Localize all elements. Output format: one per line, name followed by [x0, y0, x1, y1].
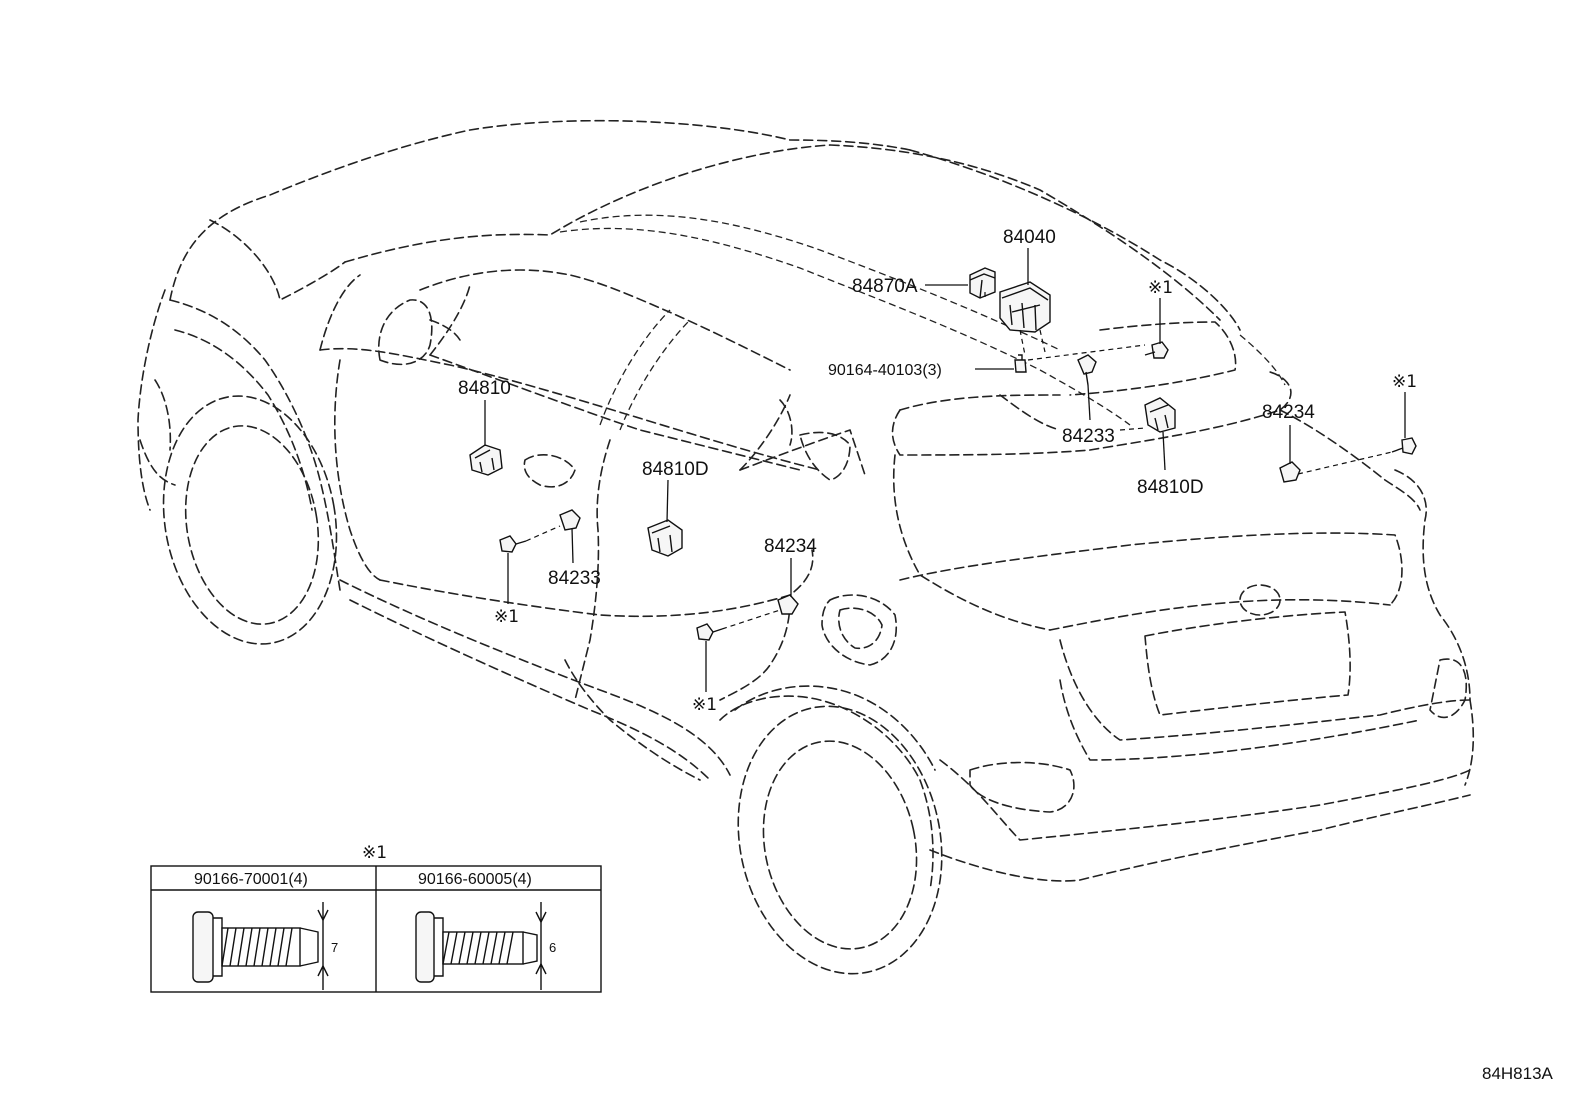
part-84810D-side-icon — [647, 519, 683, 557]
connector-dashes — [1019, 329, 1046, 356]
bolt-table-header-1: 90166-70001(4) — [194, 871, 308, 888]
clip-84234-rear-icon — [1279, 461, 1301, 483]
label-90164-40103: 90164-40103(3) — [828, 362, 942, 379]
label-84810: 84810 — [458, 378, 511, 399]
label-84870A: 84870A — [852, 276, 918, 297]
bolt-rear-right-icon — [1391, 437, 1417, 455]
dashed-guides — [525, 292, 1393, 630]
bolt-side-left-icon — [499, 535, 527, 553]
reference-mark-rear-upper: ※1 — [1148, 278, 1173, 298]
label-84040: 84040 — [1003, 227, 1056, 248]
leader-lines — [484, 248, 1406, 692]
part-84810D-rear-icon — [1144, 397, 1176, 433]
bolt-table: ※1 90166-70001(4) 90166-60005(4) 7 6 — [150, 843, 602, 993]
bolt-table-note: ※1 — [362, 843, 387, 863]
clip-84234-side-icon — [777, 594, 799, 615]
bolt-90166-60005-icon — [415, 911, 538, 983]
label-84234-side: 84234 — [764, 536, 817, 557]
label-84810D-side: 84810D — [642, 459, 709, 480]
label-84234-rear: 84234 — [1262, 402, 1315, 423]
drawing-code: 84H813A — [1482, 1064, 1554, 1083]
bolt-dimension-1: 7 — [331, 940, 338, 955]
label-84810D-rear: 84810D — [1137, 477, 1204, 498]
part-84810-icon — [469, 444, 503, 476]
label-84233-side: 84233 — [548, 568, 601, 589]
clip-84233-rear-icon — [1077, 354, 1097, 386]
bolt-table-header-2: 90166-60005(4) — [418, 871, 532, 888]
bolt-side-lower-icon — [696, 623, 723, 641]
bolt-dimension-2: 6 — [549, 940, 556, 955]
reference-mark-rear-right: ※1 — [1392, 372, 1417, 392]
part-84870A-icon — [969, 267, 996, 299]
screw-90164-icon — [1014, 354, 1027, 373]
reference-mark-side-lower: ※1 — [692, 695, 717, 715]
vehicle-outline — [137, 119, 1475, 975]
bolt-rear-upper-icon — [1144, 341, 1169, 359]
bolt-90166-70001-icon — [192, 911, 319, 983]
clip-84233-side-icon — [559, 509, 581, 531]
reference-mark-side-left: ※1 — [494, 607, 519, 627]
label-84233-rear: 84233 — [1062, 426, 1115, 447]
part-84040-icon — [999, 281, 1051, 333]
